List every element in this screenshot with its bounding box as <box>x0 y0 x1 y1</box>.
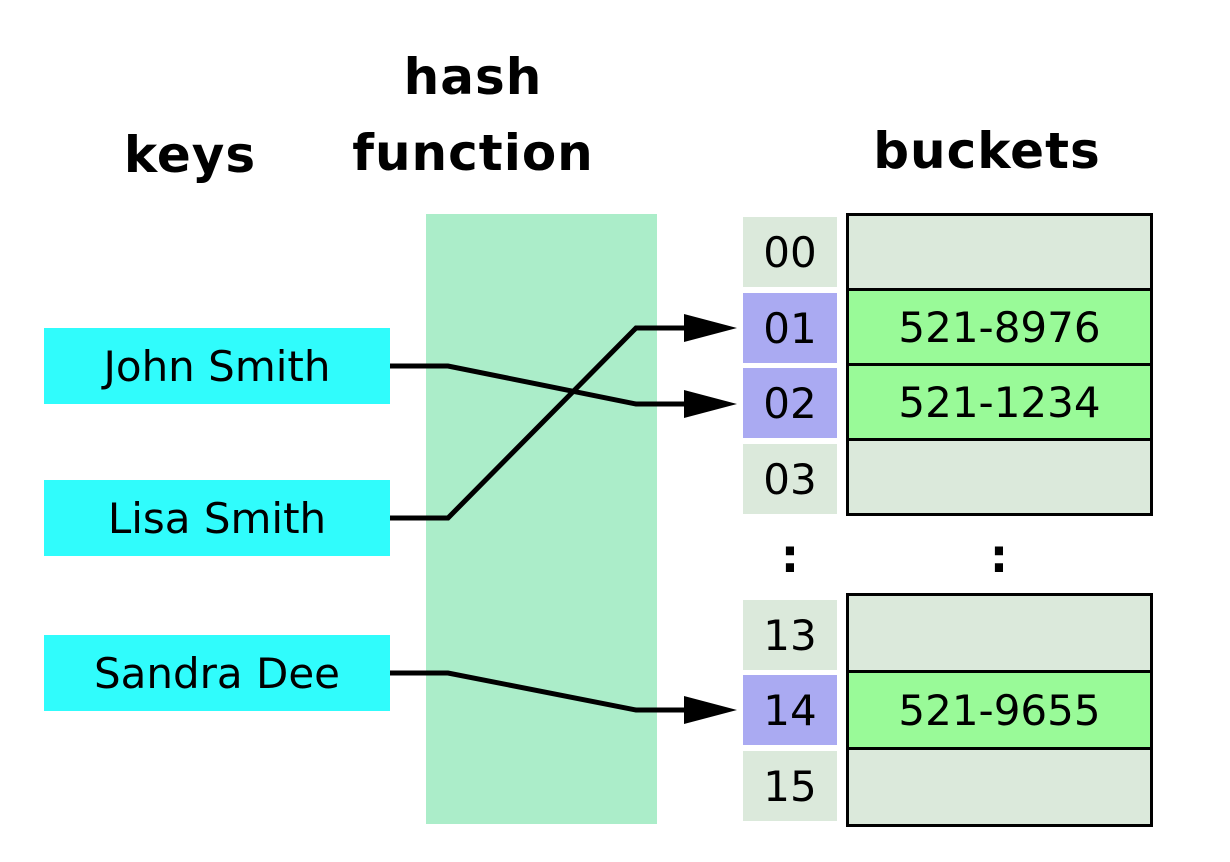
arrowhead-lisa-to-01 <box>684 314 737 342</box>
bucket-value: 521-9655 <box>898 685 1101 735</box>
arrowhead-sandra-to-14 <box>684 696 737 724</box>
index-label: 01 <box>763 303 817 353</box>
bucket-table-top: 521-8976 521-1234 <box>846 213 1153 516</box>
bucket-row-15 <box>849 747 1150 824</box>
index-cell-02: 02 <box>743 368 837 438</box>
header-keys: keys <box>123 126 257 184</box>
index-cell-03: 03 <box>743 444 837 514</box>
bucket-value: 521-8976 <box>898 302 1101 352</box>
header-hash-line2: function <box>352 124 594 182</box>
index-cell-13: 13 <box>743 600 837 670</box>
index-label: 13 <box>763 610 817 660</box>
bucket-row-03 <box>849 438 1150 513</box>
key-box-lisa-smith: Lisa Smith <box>44 480 390 556</box>
index-cell-15: 15 <box>743 751 837 821</box>
index-ellipsis: : <box>780 529 800 583</box>
hash-function-box <box>426 214 657 824</box>
index-label: 00 <box>763 227 817 277</box>
bucket-table-bottom: 521-9655 <box>846 593 1153 827</box>
index-cell-00: 00 <box>743 217 837 287</box>
key-label: Sandra Dee <box>93 648 341 698</box>
bucket-value: 521-1234 <box>898 377 1101 427</box>
header-hash-line1: hash <box>403 48 543 106</box>
arrowhead-john-to-02 <box>684 390 737 418</box>
bucket-row-13 <box>849 596 1150 670</box>
key-label: Lisa Smith <box>107 493 327 543</box>
index-label: 15 <box>763 761 817 811</box>
key-box-sandra-dee: Sandra Dee <box>44 635 390 711</box>
index-label: 02 <box>763 378 817 428</box>
bucket-row-00 <box>849 216 1150 288</box>
key-label: John Smith <box>103 341 331 391</box>
bucket-row-02: 521-1234 <box>849 363 1150 438</box>
index-label: 14 <box>763 685 817 735</box>
bucket-row-01: 521-8976 <box>849 288 1150 363</box>
index-cell-14: 14 <box>743 675 837 745</box>
key-box-john-smith: John Smith <box>44 328 390 404</box>
bucket-ellipsis: : <box>989 529 1009 583</box>
bucket-row-14: 521-9655 <box>849 670 1150 747</box>
index-label: 03 <box>763 454 817 504</box>
header-buckets: buckets <box>873 122 1101 180</box>
index-cell-01: 01 <box>743 293 837 363</box>
